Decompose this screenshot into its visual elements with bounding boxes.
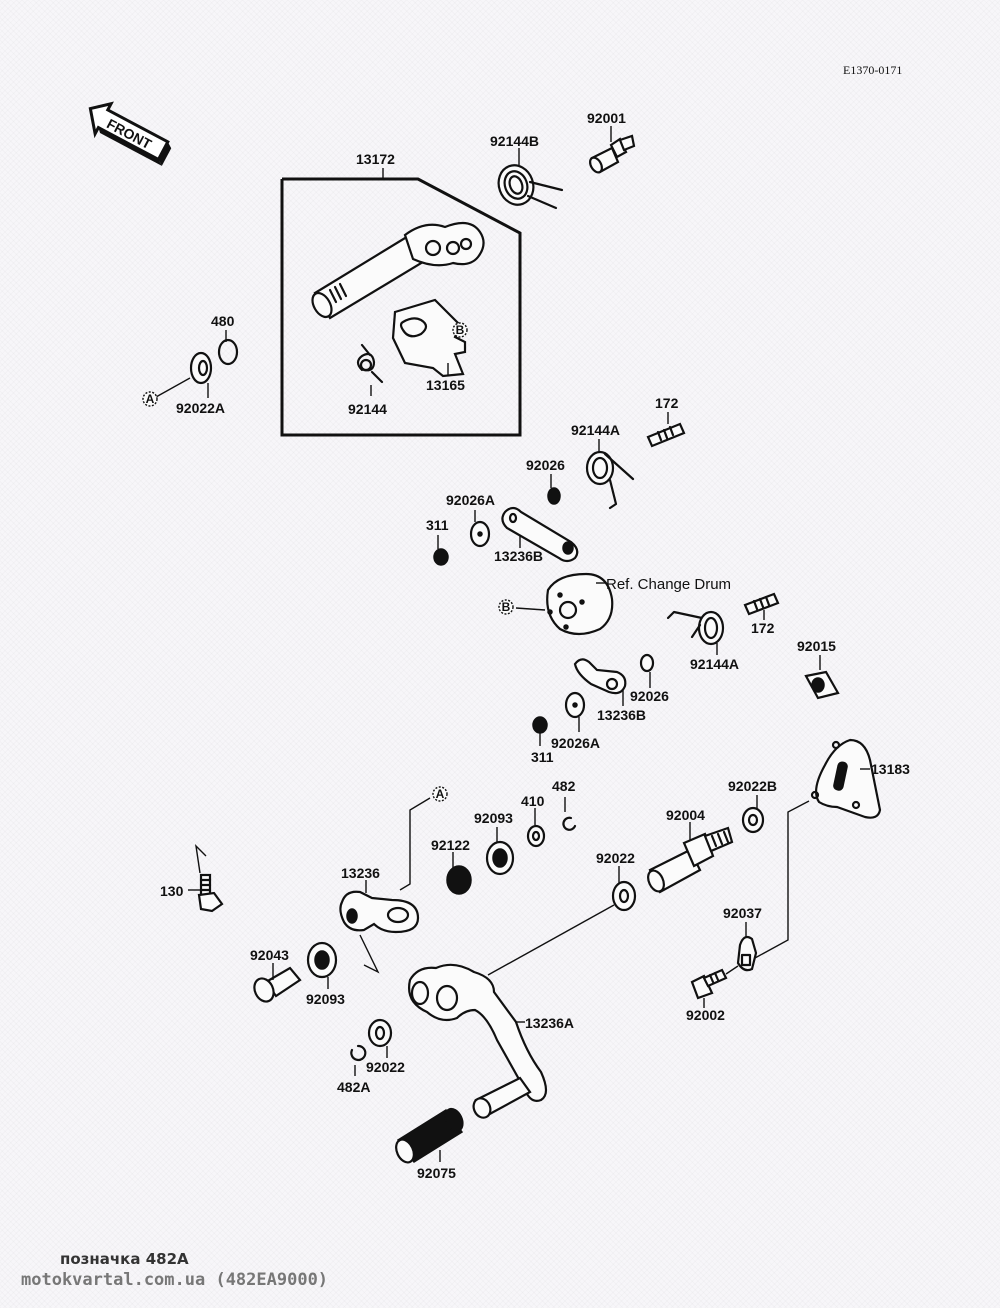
pin-172-upper-part[interactable] [646, 422, 686, 448]
label-92002: 92002 [686, 1007, 725, 1023]
front-direction-arrow-icon: FRONT [88, 101, 172, 166]
plate-13183-part[interactable] [810, 738, 882, 819]
bushing-92122-part[interactable] [446, 865, 472, 895]
label-92026A-lower: 92026A [551, 735, 600, 751]
shift-plate-part[interactable] [391, 298, 467, 378]
reference-marker-b-drum: B [498, 599, 514, 615]
label-172-upper: 172 [655, 395, 679, 411]
spring-92144A-lower-part[interactable] [666, 610, 725, 646]
drawing-code: E1370-0171 [843, 63, 902, 77]
label-92001: 92001 [587, 110, 626, 126]
oil-seal-92093-lower-part[interactable] [306, 941, 338, 979]
label-410: 410 [521, 793, 545, 809]
circlip-482-part[interactable] [562, 816, 577, 831]
label-92144B: 92144B [490, 133, 539, 149]
label-13236A: 13236A [525, 1015, 574, 1031]
label-92093-upper: 92093 [474, 810, 513, 826]
spring-92144B-part[interactable] [493, 160, 564, 210]
change-drum-reference-part [546, 572, 614, 636]
circlip-482A-part[interactable] [350, 1044, 367, 1062]
label-482: 482 [552, 778, 576, 794]
svg-text:A: A [146, 392, 155, 406]
label-ref-change-drum: Ref. Change Drum [606, 576, 731, 593]
washer-92022A-part[interactable] [189, 351, 213, 385]
label-92022-right: 92022 [596, 850, 635, 866]
label-92093-lower: 92093 [306, 991, 345, 1007]
svg-text:B: B [502, 600, 511, 614]
nut-311-lower-part[interactable] [532, 716, 548, 734]
washer-92026A-lower-part[interactable] [564, 691, 586, 719]
group-box-13172 [280, 177, 522, 437]
washer-92022-right-part[interactable] [611, 880, 637, 912]
label-92075: 92075 [417, 1165, 456, 1181]
pivot-bolt-92004-part[interactable] [645, 826, 734, 894]
pin-92043-part[interactable] [251, 966, 302, 1005]
label-92022B: 92022B [728, 778, 777, 794]
spring-92144A-upper-part[interactable] [585, 450, 635, 510]
washer-92022B-part[interactable] [741, 806, 765, 834]
washer-410-part[interactable] [526, 824, 546, 848]
label-92015: 92015 [797, 638, 836, 654]
label-482A: 482A [337, 1079, 370, 1095]
label-13183: 13183 [871, 761, 910, 777]
svg-text:A: A [436, 787, 445, 801]
label-311-lower: 311 [531, 749, 554, 765]
label-92026-lower: 92026 [630, 688, 669, 704]
label-13236: 13236 [341, 865, 380, 881]
reference-marker-a-upper: A [142, 391, 158, 407]
label-130: 130 [160, 883, 184, 899]
label-92037: 92037 [723, 905, 762, 921]
pedal-rubber-92075-part[interactable] [393, 1106, 467, 1166]
reference-marker-a-lower: A [432, 786, 448, 802]
washer-92026A-upper-part[interactable] [469, 520, 491, 548]
label-311-upper: 311 [426, 517, 449, 533]
label-13165: 13165 [426, 377, 465, 393]
spring-92144-part[interactable] [356, 343, 384, 384]
neutral-switch-bolt-92001-part[interactable] [588, 134, 636, 174]
label-172-lower: 172 [751, 620, 775, 636]
label-13172: 13172 [356, 151, 395, 167]
bolt-130-part[interactable] [197, 873, 224, 913]
bolt-92002-part[interactable] [690, 968, 728, 1000]
label-92144: 92144 [348, 401, 387, 417]
oil-seal-92093-upper-part[interactable] [485, 840, 515, 876]
label-92043: 92043 [250, 947, 289, 963]
label-13236B-lower: 13236B [597, 707, 646, 723]
washer-92022-left-part[interactable] [367, 1018, 393, 1048]
label-92144A-lower: 92144A [690, 656, 739, 672]
label-92026-upper: 92026 [526, 457, 565, 473]
label-13236B-upper: 13236B [494, 548, 543, 564]
oil-seal-480-part[interactable] [217, 338, 239, 366]
collar-92026-lower-part[interactable] [639, 653, 655, 673]
footer-site-watermark: motokvartal.com.ua (482EA9000) [21, 1270, 329, 1290]
footer-caption: позначка 482A [60, 1250, 189, 1268]
label-92122: 92122 [431, 837, 470, 853]
reference-marker-b: B [452, 322, 468, 338]
pin-172-lower-part[interactable] [743, 592, 780, 616]
label-92022A: 92022A [176, 400, 225, 416]
shift-pedal-13236A-part[interactable] [408, 963, 548, 1121]
label-92004: 92004 [666, 807, 705, 823]
lever-13236B-upper-part[interactable] [501, 506, 579, 563]
svg-text:B: B [456, 323, 465, 337]
shift-shaft-part[interactable] [309, 221, 485, 320]
label-480: 480 [211, 313, 235, 329]
collar-92026-upper-part[interactable] [547, 487, 561, 505]
nut-92015-part[interactable] [804, 670, 840, 700]
nut-311-upper-part[interactable] [433, 548, 449, 566]
label-92026A-upper: 92026A [446, 492, 495, 508]
label-92022-left: 92022 [366, 1059, 405, 1075]
shift-lever-arm-13236-part[interactable] [339, 890, 420, 934]
clamp-92037-part[interactable] [736, 935, 758, 972]
lever-13236B-lower-part[interactable] [573, 658, 627, 695]
label-92144A-upper: 92144A [571, 422, 620, 438]
